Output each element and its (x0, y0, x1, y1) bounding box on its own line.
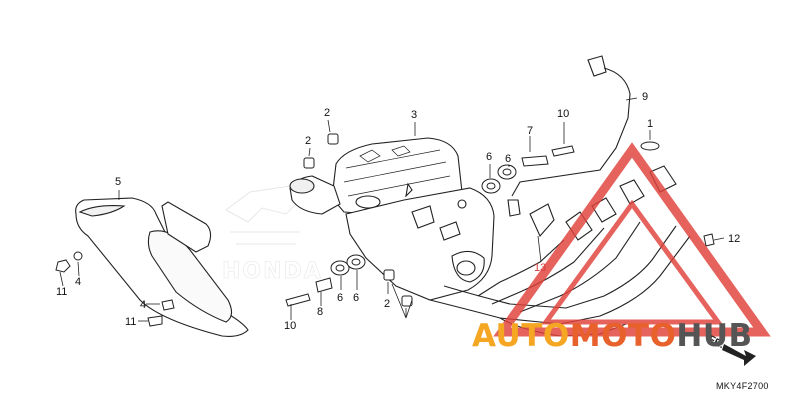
callout-3: 3 (411, 109, 418, 121)
front-direction-arrow (722, 344, 756, 366)
callout-11: 11 (125, 316, 137, 328)
honda-watermark: HONDA (222, 185, 323, 284)
callout-13: 13 (534, 262, 547, 274)
callout-5: 5 (115, 176, 122, 188)
callout-9: 9 (642, 91, 649, 103)
o2-sensor-harness (507, 55, 631, 238)
callout-2: 2 (384, 298, 391, 310)
wordmark-moto: MOTO (569, 318, 677, 354)
muffler-body (289, 175, 495, 301)
callout-10: 10 (284, 320, 297, 332)
callout-11: 11 (56, 286, 68, 298)
callout-2: 2 (324, 107, 331, 119)
callout-4: 4 (75, 276, 82, 288)
small-fasteners (55, 133, 715, 327)
honda-watermark-text: HONDA (222, 259, 323, 284)
callout-6: 6 (353, 292, 360, 304)
muffler-heat-shield (75, 197, 249, 337)
callout-2: 2 (305, 135, 312, 147)
callout-4: 4 (140, 299, 147, 311)
callout-7: 7 (527, 125, 534, 137)
callout-8: 8 (317, 306, 324, 318)
callout-12: 12 (728, 233, 741, 245)
leader-lines (59, 97, 725, 322)
callout-6: 6 (505, 153, 512, 165)
automotohub-triangle-logo (493, 142, 771, 337)
callout-6: 6 (486, 151, 493, 163)
automotohub-wordmark: AUTOMOTOHUB (472, 319, 753, 353)
callout-1: 1 (647, 118, 654, 130)
wordmark-hub: HUB (676, 318, 753, 354)
callout-10: 10 (557, 108, 570, 120)
callout-6: 6 (337, 292, 344, 304)
diagram-code: MKY4F2700 (716, 381, 769, 391)
wordmark-auto: AUTO (472, 318, 570, 354)
